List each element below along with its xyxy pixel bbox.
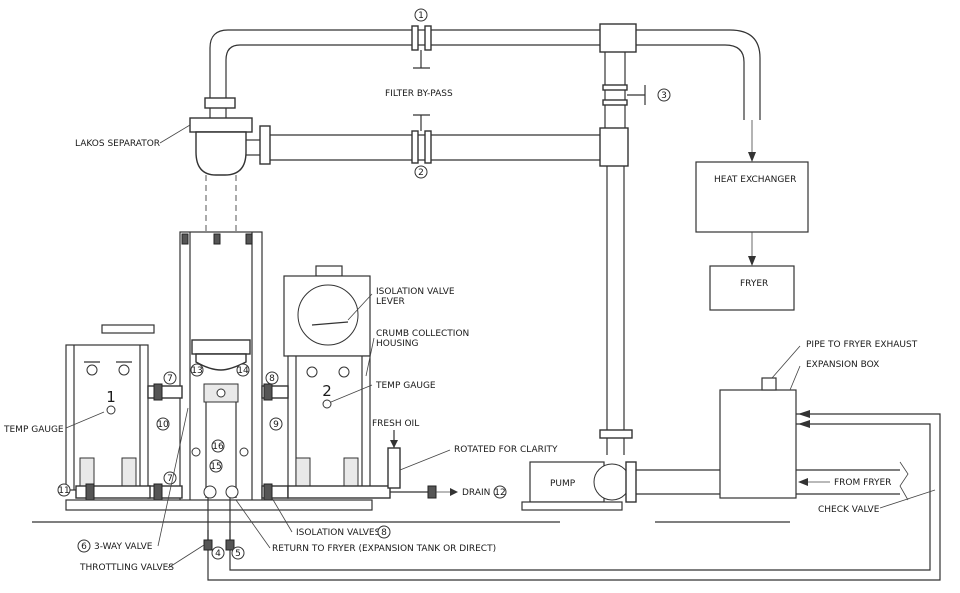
left-temp-gauge — [106, 405, 116, 415]
callout-14: 14 — [236, 363, 250, 377]
top-pipe-loop — [209, 23, 761, 455]
crumb-collection-label-1: CRUMB COLLECTION — [376, 329, 469, 339]
svg-text:15: 15 — [210, 462, 221, 472]
return-lines — [207, 410, 941, 581]
return-leader — [235, 499, 271, 549]
return-to-fryer-label: RETURN TO FRYER (EXPANSION TANK OR DIREC… — [272, 544, 496, 554]
temp-gauge-left-leader — [65, 411, 105, 429]
three-way-leader — [157, 407, 189, 547]
from-fryer-label: FROM FRYER — [834, 478, 891, 488]
callout-11: 11 — [57, 483, 71, 497]
lakos-leader — [159, 124, 191, 144]
expansion-box — [719, 377, 797, 499]
isolation-valve-lever-label-2: LEVER — [376, 297, 405, 307]
callout-1: 1 — [414, 8, 428, 22]
tank-connections — [75, 383, 391, 501]
temp-gauge-right-leader — [330, 384, 373, 403]
svg-text:13: 13 — [191, 366, 202, 376]
callout-16: 16 — [211, 439, 225, 453]
callout-15: 15 — [209, 459, 223, 473]
left-tank-number: 1 — [106, 388, 116, 406]
rotated-for-clarity-label: ROTATED FOR CLARITY — [454, 445, 558, 455]
check-valve-label: CHECK VALVE — [818, 505, 880, 515]
svg-text:12: 12 — [494, 488, 505, 498]
callout-6: 6 — [77, 539, 91, 553]
temp-gauge-right-label: TEMP GAUGE — [375, 381, 436, 391]
filter-bypass-label: FILTER BY-PASS — [385, 89, 453, 99]
isolation-valves-leader — [271, 497, 293, 533]
temp-gauge-left-label: TEMP GAUGE — [3, 425, 64, 435]
heat-exchanger-box: HEAT EXCHANGER — [695, 161, 809, 233]
svg-text:8: 8 — [269, 374, 275, 384]
pump: PUMP — [521, 429, 720, 511]
expansion-box-label: EXPANSION BOX — [806, 360, 879, 370]
check-valve-leader — [879, 489, 936, 509]
svg-text:11: 11 — [58, 486, 69, 496]
exhaust-leader — [771, 345, 801, 379]
throttling-valves-label: THROTTLING VALVES — [79, 563, 174, 573]
svg-text:10: 10 — [157, 420, 169, 430]
callout-13: 13 — [190, 363, 204, 377]
three-way-valve-label: 3-WAY VALVE — [94, 542, 153, 552]
right-tank-number: 2 — [322, 382, 332, 400]
svg-text:16: 16 — [212, 442, 224, 452]
svg-text:1: 1 — [418, 11, 424, 21]
callout-12: 12 — [493, 485, 507, 499]
isolation-valves-label: ISOLATION VALVES — [296, 528, 381, 538]
svg-text:HEAT EXCHANGER: HEAT EXCHANGER — [714, 175, 796, 185]
right-tank: 2 — [283, 265, 371, 491]
pipe-to-fryer-exhaust-label: PIPE TO FRYER EXHAUST — [806, 340, 918, 350]
svg-text:2: 2 — [418, 168, 424, 178]
fryer-box: FRYER — [709, 265, 795, 311]
svg-text:7: 7 — [167, 474, 173, 484]
callout-4: 4 — [211, 546, 225, 560]
right-temp-gauge — [322, 399, 332, 409]
isolation-valve-lever-label-1: ISOLATION VALVE — [376, 287, 455, 297]
left-tank: 1 — [65, 324, 155, 491]
callout-8: 8 — [265, 371, 279, 385]
svg-text:14: 14 — [237, 366, 249, 376]
svg-text:9: 9 — [273, 420, 279, 430]
callout-7b: 7 — [163, 471, 177, 485]
crumb-leader — [365, 337, 375, 377]
svg-text:7: 7 — [167, 374, 173, 384]
skid-base — [32, 499, 790, 523]
fresh-oil-label: FRESH OIL — [372, 419, 419, 429]
isolation-lever-leader — [347, 293, 373, 321]
expansion-leader — [789, 365, 801, 391]
svg-text:8: 8 — [381, 528, 387, 538]
drain-label: DRAIN — [462, 488, 490, 498]
rotated-leader — [399, 449, 451, 471]
svg-text:4: 4 — [215, 549, 221, 559]
callout-5: 5 — [231, 546, 245, 560]
callout-8b: 8 — [377, 525, 391, 539]
callout-9: 9 — [269, 417, 283, 431]
lakos-separator — [189, 97, 271, 340]
callout-2: 2 — [414, 165, 428, 179]
bottom-valves — [203, 498, 235, 551]
svg-text:FRYER: FRYER — [740, 279, 768, 289]
svg-text:PUMP: PUMP — [550, 479, 576, 489]
callout-3: 3 — [657, 88, 671, 102]
fresh-oil-line — [387, 430, 458, 499]
lakos-separator-label: LAKOS SEPARATOR — [75, 139, 160, 149]
svg-text:3: 3 — [661, 91, 667, 101]
callout-7a: 7 — [163, 371, 177, 385]
crumb-collection-label-2: HOUSING — [376, 339, 419, 349]
callout-10: 10 — [156, 417, 170, 431]
svg-text:5: 5 — [235, 549, 241, 559]
svg-text:6: 6 — [81, 542, 87, 552]
throttling-leader — [167, 544, 205, 569]
